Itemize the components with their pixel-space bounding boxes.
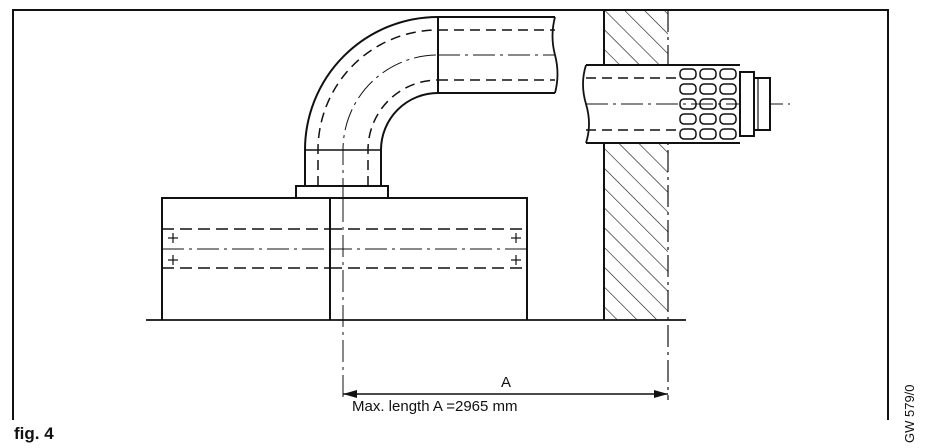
figure-frame xyxy=(12,9,889,420)
max-length-note: Max. length A =2965 mm xyxy=(352,398,518,415)
boiler-body xyxy=(161,197,521,320)
flue-flange xyxy=(295,185,389,199)
figure-caption: fig. 4 xyxy=(14,424,54,443)
terminal-grille xyxy=(679,68,737,140)
reference-code: GW 579/0 xyxy=(902,384,917,443)
terminal-cap xyxy=(739,71,771,137)
dimension-label: A xyxy=(501,374,512,391)
dimension-a xyxy=(342,200,668,400)
flue-elbow xyxy=(304,16,439,200)
wall xyxy=(603,10,669,400)
flue-pipe-left xyxy=(438,16,559,94)
crosshair-marks xyxy=(168,233,521,265)
boiler-body-right xyxy=(330,197,528,320)
